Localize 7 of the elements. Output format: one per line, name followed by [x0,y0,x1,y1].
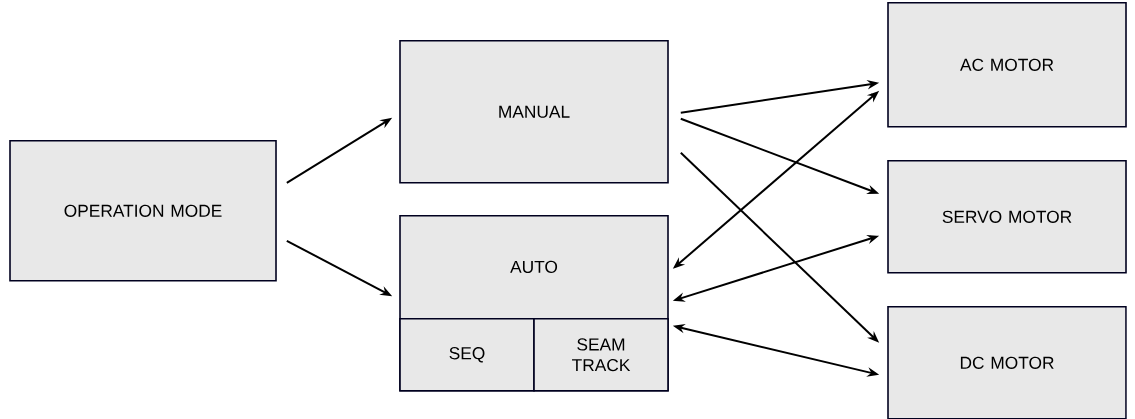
process-box: SERVO MOTOR [887,160,1127,274]
process-box: MANUAL [399,40,669,184]
process-box: DC MOTOR [887,306,1127,419]
process-box: AC MOTOR [887,2,1127,128]
process-box: SEAM TRACK [533,318,669,392]
process-box: OPERATION MODE [9,140,277,282]
process-box: SEQ [399,318,535,392]
